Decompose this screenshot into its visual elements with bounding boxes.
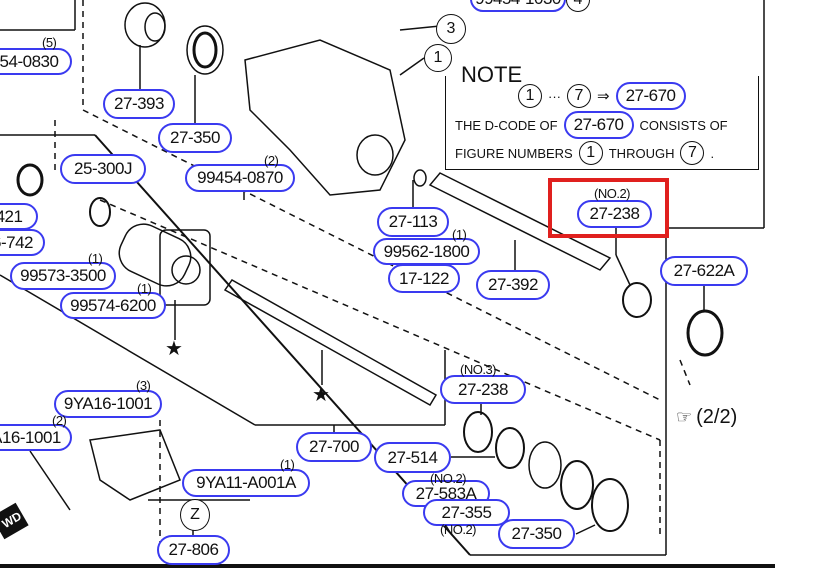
part-label-27-350[interactable]: 27-350	[158, 123, 232, 153]
note-line-range: 1 ··· 7 ⇒ 27-670	[518, 82, 686, 110]
part-label-99454-1030[interactable]: 99454-1030	[470, 0, 566, 12]
note-text: .	[710, 145, 715, 161]
figure-number-circle: 7	[680, 141, 705, 165]
note-text: FIGURE NUMBERS	[455, 145, 573, 161]
note-title: NOTE	[458, 62, 526, 88]
star-marker: ★	[165, 338, 183, 360]
star-marker: ★	[312, 384, 330, 406]
qty-text: (2)	[52, 413, 67, 428]
arrow-icon: ⇒	[597, 88, 610, 105]
qty-text: (NO.3)	[460, 362, 497, 377]
part-label-a16-1001[interactable]: A16-1001	[0, 424, 72, 451]
part-label-25-300j[interactable]: 25-300J	[60, 154, 146, 184]
ellipsis: ···	[548, 88, 561, 104]
figure-number-circle: 3	[436, 14, 466, 44]
page-reference-text: (2/2)	[696, 406, 738, 428]
part-label-27-514[interactable]: 27-514	[374, 442, 451, 473]
part-label-27-622a[interactable]: 27-622A	[660, 256, 748, 286]
note-text: CONSISTS OF	[639, 117, 728, 133]
qty-text: (1)	[452, 227, 467, 242]
part-label-27-393[interactable]: 27-393	[103, 89, 175, 119]
qty-text: (2)	[264, 153, 279, 168]
part-label-6-742[interactable]: 6-742	[0, 229, 45, 256]
part-label-54-0830[interactable]: 54-0830	[0, 48, 72, 75]
part-label-27-350[interactable]: 27-350	[498, 519, 575, 549]
note-line-dcode: THE D-CODE OF 27-670 CONSISTS OF	[455, 111, 728, 139]
qty-text: (NO.2)	[594, 186, 631, 201]
part-label-9ya16-1001[interactable]: 9YA16-1001	[54, 390, 162, 418]
qty-text: (1)	[280, 457, 295, 472]
part-label-27-670[interactable]: 27-670	[615, 82, 686, 110]
qty-text: (3)	[136, 378, 151, 393]
figure-number-circle: Z	[180, 499, 210, 531]
note-text: THE D-CODE OF	[455, 117, 558, 133]
qty-text: (NO.2)	[440, 522, 477, 537]
qty-text: (5)	[42, 35, 57, 50]
part-label-27-392[interactable]: 27-392	[476, 270, 550, 300]
part-label-17-122[interactable]: 17-122	[388, 264, 460, 293]
part-label-9ya11-a001a[interactable]: 9YA11-A001A	[182, 469, 310, 497]
figure-number-circle: 1	[518, 84, 542, 108]
qty-text: (NO.2)	[430, 471, 467, 486]
part-label-27-355[interactable]: 27-355	[423, 499, 510, 526]
part-label-27-238-no3[interactable]: 27-238	[440, 375, 526, 404]
figure-number-circle: 1	[424, 44, 452, 72]
page-reference-link[interactable]: ☞ (2/2)	[676, 406, 737, 429]
figure-number-circle: 7	[567, 84, 591, 108]
part-label-421[interactable]: 421	[0, 203, 38, 230]
note-text: THROUGH	[608, 145, 675, 161]
qty-text: (1)	[88, 251, 103, 266]
part-label-99562-1800[interactable]: 99562-1800	[373, 238, 480, 265]
note-box	[445, 76, 759, 170]
part-label-99574-6200[interactable]: 99574-6200	[60, 292, 166, 319]
qty-text: (1)	[137, 281, 152, 296]
part-label-27-700[interactable]: 27-700	[296, 432, 372, 462]
part-label-99454-0870[interactable]: 99454-0870	[185, 164, 295, 192]
part-label-27-670[interactable]: 27-670	[563, 111, 634, 139]
note-line-figures: FIGURE NUMBERS 1 THROUGH 7 .	[455, 141, 714, 165]
pointing-hand-icon: ☞	[676, 407, 693, 427]
part-label-27-238-no2[interactable]: 27-238	[577, 200, 652, 228]
part-label-27-113[interactable]: 27-113	[377, 207, 449, 237]
part-label-99573-3500[interactable]: 99573-3500	[10, 262, 116, 290]
part-label-27-806[interactable]: 27-806	[157, 535, 230, 565]
figure-number-circle: 1	[578, 141, 603, 165]
highlight-box	[548, 178, 669, 238]
